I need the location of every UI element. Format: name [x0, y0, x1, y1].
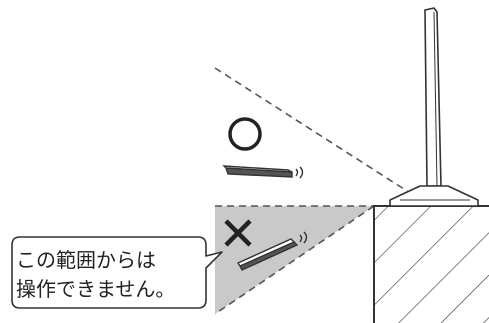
tv-side-view: [389, 7, 479, 207]
callout-bubble: [11, 236, 223, 309]
remote-control-ok: [222, 165, 293, 178]
tv-cabinet: [373, 205, 489, 323]
ng-cross-mark: [224, 219, 252, 247]
ok-circle-mark: [228, 117, 262, 151]
lower-range-dashed-line: [214, 205, 375, 315]
callout-line-2: 操作できません。: [16, 277, 176, 301]
callout-line-1: この範囲からは: [16, 248, 156, 272]
remote-control-ng: [236, 238, 299, 271]
upper-range-dashed-line: [214, 67, 419, 199]
callout-text: この範囲からは 操作できません。: [16, 246, 206, 304]
signal-waves-ng: [299, 231, 308, 244]
signal-waves-ok: [295, 166, 304, 179]
